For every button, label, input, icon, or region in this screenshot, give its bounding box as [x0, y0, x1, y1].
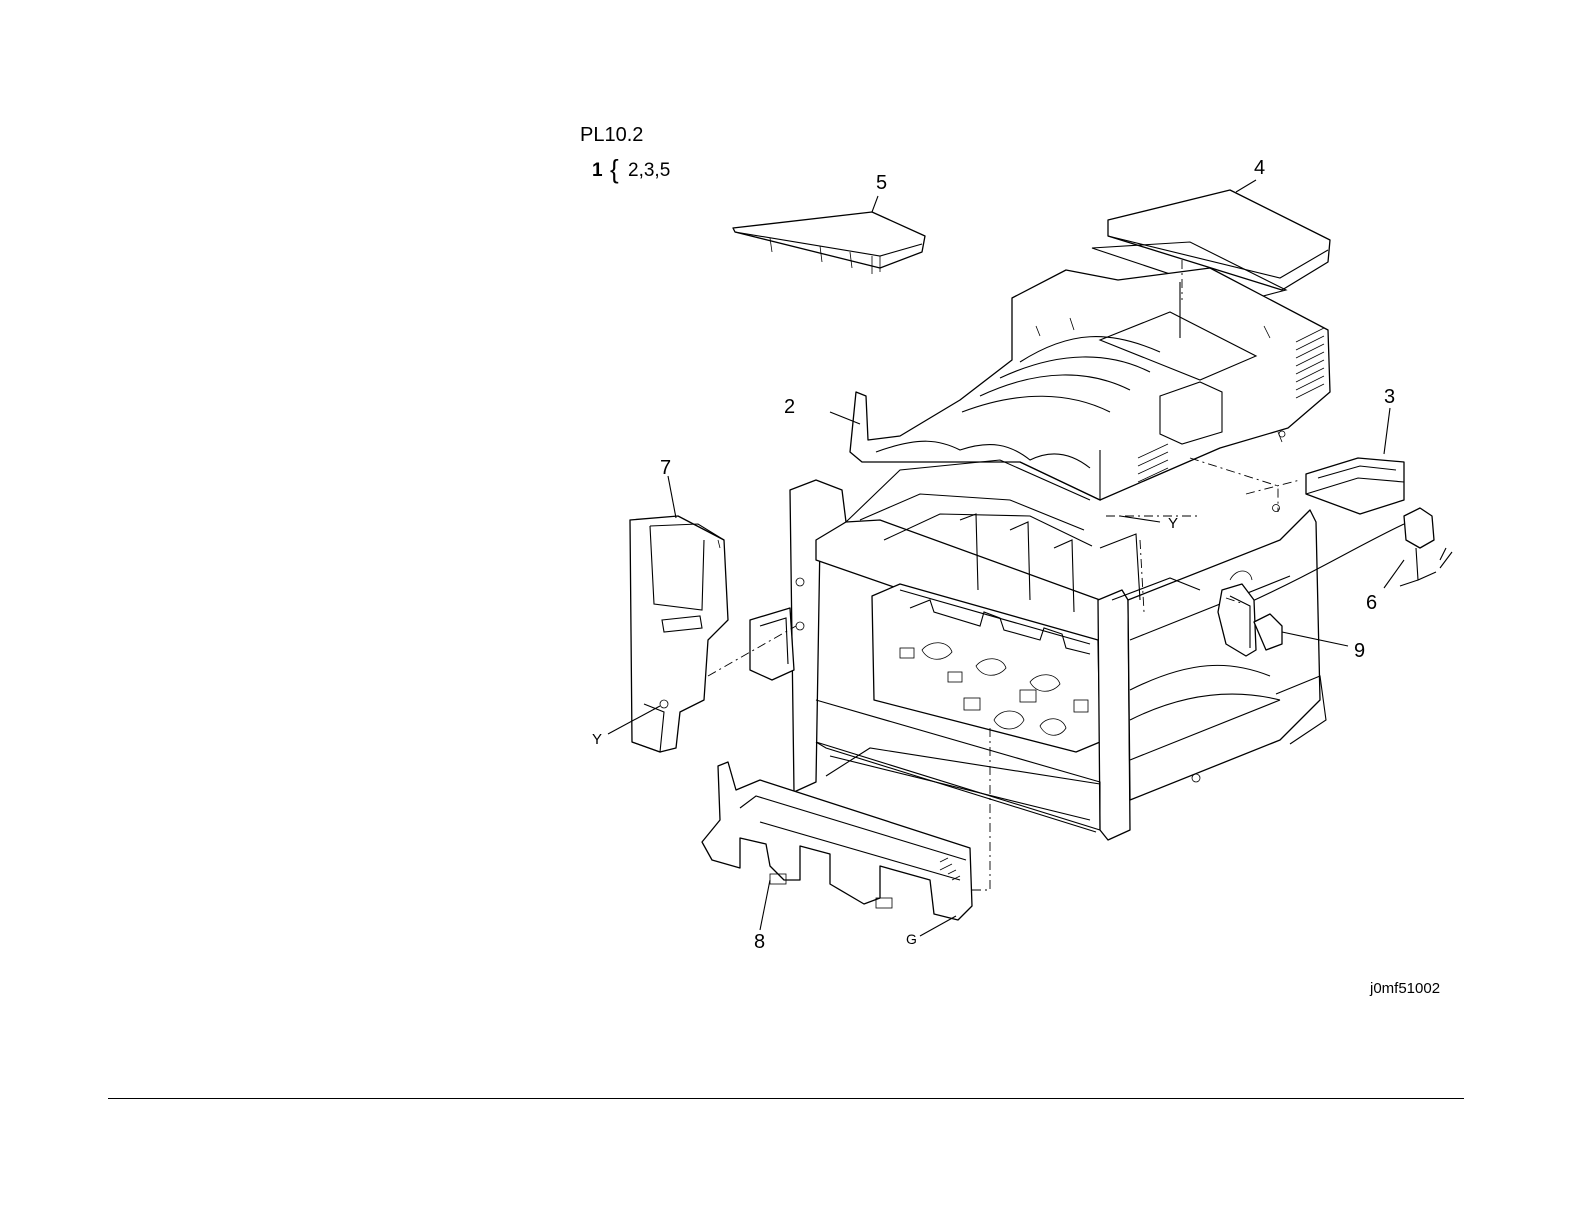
connector-y-left: Y	[592, 731, 602, 748]
part-7-left-side-cover	[630, 476, 794, 752]
leader-y-top	[1120, 516, 1160, 522]
connector-g-bottom: G	[906, 931, 917, 947]
footer-rule	[108, 1098, 1464, 1099]
kit-member-list: 2,3,5	[628, 160, 670, 181]
callout-3: 3	[1384, 386, 1395, 408]
figure-id: j0mf51002	[1369, 980, 1440, 997]
kit-item-number: 1	[592, 160, 603, 181]
callout-2: 2	[784, 396, 795, 418]
callout-8: 8	[754, 931, 765, 953]
callout-4: 4	[1254, 157, 1265, 179]
parts-list-ref: PL10.2	[580, 124, 643, 146]
callout-7: 7	[660, 457, 671, 479]
part-3-side-cover	[1306, 408, 1404, 514]
leader-g-bottom	[920, 916, 956, 936]
callout-9: 9	[1354, 640, 1365, 662]
part-5-top-cover-strip	[733, 196, 925, 274]
part-2-top-cover-assembly	[830, 268, 1330, 500]
callout-6: 6	[1366, 592, 1377, 614]
part-8-bottom-front-plate	[702, 762, 972, 930]
callout-5: 5	[876, 172, 887, 194]
connector-y-top: Y	[1168, 515, 1178, 532]
kit-brace: {	[610, 154, 619, 184]
